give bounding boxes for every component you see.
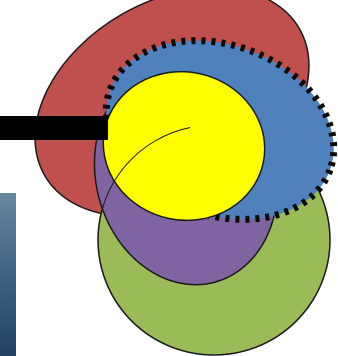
connector-bar <box>0 116 108 140</box>
photo-strip <box>0 193 16 356</box>
